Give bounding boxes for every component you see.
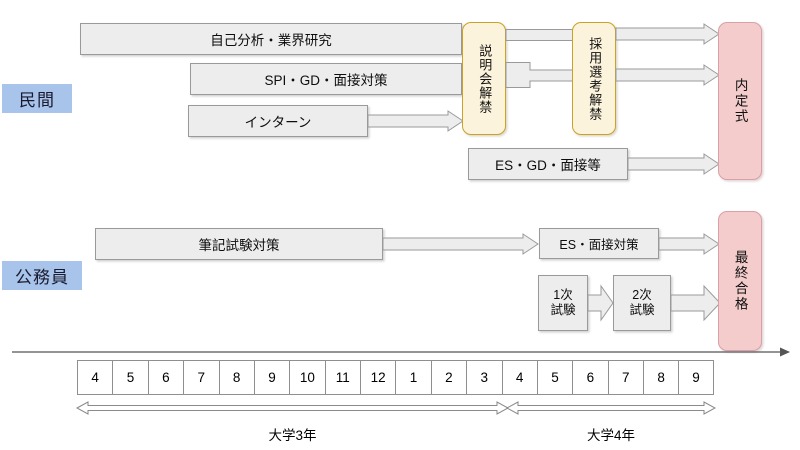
connector-briefing-to-selection-top xyxy=(505,29,574,41)
bar-exam-2: 2次 試験 xyxy=(613,275,671,331)
connector-briefing-to-selection-mid xyxy=(505,62,574,88)
bar-exam-1-line2: 試験 xyxy=(550,303,576,317)
arrow-internship-to-briefing xyxy=(367,110,464,132)
arrow-exam2-to-final xyxy=(670,284,721,322)
span-arrow-year4 xyxy=(505,400,717,416)
month-cell: 7 xyxy=(183,360,219,395)
bar-written-exam-prep: 筆記試験対策 xyxy=(95,228,383,260)
month-cell: 9 xyxy=(678,360,714,395)
month-cell: 11 xyxy=(324,360,360,395)
bar-spi-gd-interview: SPI・GD・面接対策 xyxy=(190,63,462,95)
month-cell: 5 xyxy=(536,360,573,395)
span-label-year3-text: 大学3年 xyxy=(268,428,317,443)
month-cell: 9 xyxy=(253,360,290,395)
goal-naitei-ceremony: 内定式 xyxy=(718,22,762,180)
bar-es-gd-interview: ES・GD・面接等 xyxy=(468,148,628,180)
month-cell: 4 xyxy=(501,360,537,395)
month-cell: 5 xyxy=(112,360,148,395)
bar-self-analysis-label: 自己分析・業界研究 xyxy=(210,33,332,48)
month-cell: 6 xyxy=(147,360,184,395)
bar-es-interview-prep: ES・面接対策 xyxy=(539,228,659,259)
month-cell: 1 xyxy=(395,360,431,395)
bar-internship-label: インターン xyxy=(244,115,312,130)
milestone-selection-open-label: 採用選考解禁 xyxy=(587,36,603,121)
arrow-exam1-to-exam2 xyxy=(587,284,614,322)
bar-es-interview-prep-label: ES・面接対策 xyxy=(559,238,639,252)
arrow-selection-to-naitei-top xyxy=(615,23,720,45)
month-cell: 4 xyxy=(77,360,113,395)
arrow-selection-to-naitei-bottom xyxy=(615,64,720,86)
span-label-year4: 大学4年 xyxy=(507,424,715,444)
goal-final-pass: 最終合格 xyxy=(718,211,762,351)
milestone-briefing-open: 説明会解禁 xyxy=(462,22,506,135)
arrow-es-gd-to-naitei xyxy=(627,153,720,175)
goal-final-pass-label: 最終合格 xyxy=(732,250,748,312)
timeline-axis xyxy=(12,345,790,359)
month-cell: 8 xyxy=(218,360,254,395)
bar-exam-1: 1次 試験 xyxy=(538,275,588,331)
month-cell: 7 xyxy=(607,360,643,395)
goal-naitei-ceremony-label: 内定式 xyxy=(732,77,748,125)
bar-internship: インターン xyxy=(188,105,368,137)
month-cell: 6 xyxy=(572,360,608,395)
month-cell: 2 xyxy=(430,360,467,395)
month-cell: 3 xyxy=(466,360,502,395)
bar-spi-gd-interview-label: SPI・GD・面接対策 xyxy=(264,73,388,88)
span-label-year4-text: 大学4年 xyxy=(586,428,635,443)
month-cell: 12 xyxy=(360,360,396,395)
milestone-selection-open: 採用選考解禁 xyxy=(572,22,616,135)
span-label-year3: 大学3年 xyxy=(77,424,508,444)
bar-exam-1-line1: 1次 xyxy=(553,287,573,302)
month-cell: 10 xyxy=(289,360,325,395)
arrow-written-prep-to-es-interview xyxy=(382,233,539,255)
bar-es-gd-interview-label: ES・GD・面接等 xyxy=(495,158,601,173)
bar-self-analysis: 自己分析・業界研究 xyxy=(80,23,462,55)
bar-exam-2-line2: 試験 xyxy=(629,303,655,317)
bar-written-exam-prep-label: 筆記試験対策 xyxy=(198,238,280,253)
bar-exam-2-line1: 2次 xyxy=(632,287,652,302)
section-label-private: 民間 xyxy=(2,84,72,113)
section-label-public-text: 公務員 xyxy=(15,268,69,287)
section-label-public: 公務員 xyxy=(2,261,82,290)
milestone-briefing-open-label: 説明会解禁 xyxy=(477,43,493,114)
span-arrow-year3 xyxy=(75,400,510,416)
section-label-private-text: 民間 xyxy=(19,91,55,110)
arrow-es-interview-to-final xyxy=(658,233,720,255)
month-cell: 8 xyxy=(643,360,679,395)
